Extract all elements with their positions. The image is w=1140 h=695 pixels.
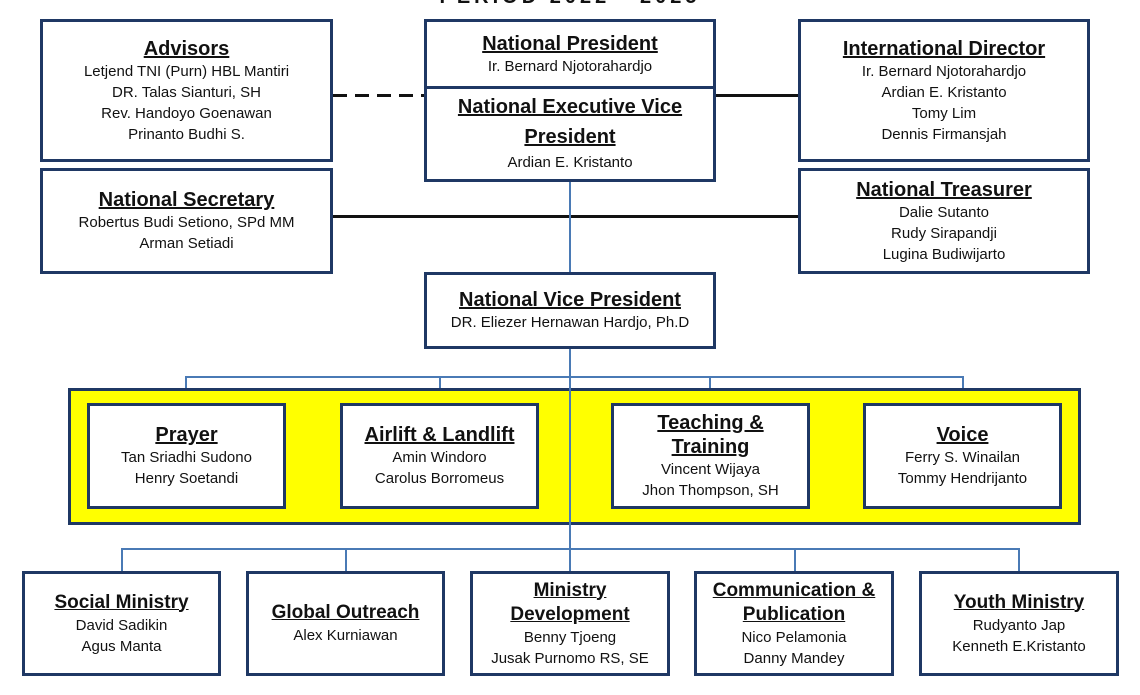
director-name: Dennis Firmansjah — [881, 125, 1007, 143]
ministry-title: Youth Ministry — [953, 591, 1085, 613]
director-name: Ir. Bernard Njotorahardjo — [861, 62, 1027, 80]
ministry-member: Alex Kurniawan — [293, 627, 398, 644]
ministry-title: Airlift & Landlift — [364, 424, 515, 446]
national-president-name: Ir. Bernard Njotorahardjo — [487, 57, 653, 75]
bottom-branch-bar — [121, 548, 1019, 550]
ministry-member: Agus Manta — [81, 637, 162, 655]
ministry-member: Nico Pelamonia — [741, 628, 847, 646]
bottom-branch-5 — [1018, 548, 1020, 572]
advisor-dashed-connector — [333, 94, 425, 97]
bottom-branch-4 — [794, 548, 796, 572]
ministry-title: Prayer — [155, 424, 218, 446]
ministry-box-airlift-landlift: Airlift & Landlift Amin Windoro Carolus … — [340, 403, 539, 509]
section-divider — [427, 86, 713, 89]
national-secretary-title: National Secretary — [98, 189, 275, 211]
director-name: Ardian E. Kristanto — [881, 83, 1007, 101]
ministry-member: Henry Soetandi — [134, 470, 239, 487]
ministry-title-line2: Training — [671, 436, 750, 458]
advisor-name: Prinanto Budhi S. — [128, 125, 245, 143]
international-director-title: International Director — [842, 37, 1046, 60]
mid-branch-bar — [185, 376, 963, 378]
ministry-title-line1: Ministry — [533, 579, 607, 601]
bottom-branch-1 — [121, 548, 123, 572]
ministry-member: Jhon Thompson, SH — [642, 482, 779, 499]
ministry-box-teaching-training: Teaching & Training Vincent Wijaya Jhon … — [611, 403, 810, 509]
ministry-box-social-ministry: Social Ministry David Sadikin Agus Manta — [22, 571, 221, 676]
ministry-member: Ferry S. Winailan — [904, 449, 1021, 466]
ministry-member: Carolus Borromeus — [374, 470, 505, 487]
ministry-box-communication-publication: Communication & Publication Nico Pelamon… — [694, 571, 894, 676]
ministry-box-youth-ministry: Youth Ministry Rudyanto Jap Kenneth E.Kr… — [919, 571, 1119, 676]
ministry-title-line2: Development — [510, 603, 630, 625]
national-treasurer-box: National Treasurer Dalie Sutanto Rudy Si… — [798, 168, 1090, 274]
secretary-treasurer-connector — [333, 215, 799, 218]
ministry-box-prayer: Prayer Tan Sriadhi Sudono Henry Soetandi — [87, 403, 286, 509]
advisor-name: DR. Talas Sianturi, SH — [112, 83, 261, 101]
ministry-title: Global Outreach — [271, 602, 420, 623]
ministry-box-ministry-development: Ministry Development Benny Tjoeng Jusak … — [470, 571, 670, 676]
advisors-box: Advisors Letjend TNI (Purn) HBL Mantiri … — [40, 19, 333, 162]
secretary-name: Robertus Budi Setiono, SPd MM — [78, 214, 295, 231]
international-director-box: International Director Ir. Bernard Njoto… — [798, 19, 1090, 162]
advisor-name: Letjend TNI (Purn) HBL Mantiri — [83, 62, 290, 80]
national-treasurer-title: National Treasurer — [856, 178, 1032, 201]
secretary-name: Arman Setiadi — [139, 235, 234, 252]
advisor-name: Rev. Handoyo Goenawan — [101, 104, 272, 122]
ministry-member: Tan Sriadhi Sudono — [121, 449, 252, 466]
national-secretary-box: National Secretary Robertus Budi Setiono… — [40, 168, 333, 274]
national-president-section: National President Ir. Bernard Njotoraha… — [482, 22, 658, 86]
ministry-box-global-outreach: Global Outreach Alex Kurniawan — [246, 571, 445, 676]
exec-vp-title-line2: President — [524, 126, 616, 148]
ministry-title-line2: Publication — [742, 603, 846, 625]
treasurer-name: Dalie Sutanto — [898, 203, 990, 221]
period-title: PERIOD 2022 - 2025 — [0, 0, 1140, 9]
treasurer-name: Rudy Sirapandji — [891, 224, 997, 242]
vice-president-name: DR. Eliezer Hernawan Hardjo, Ph.D — [450, 314, 690, 331]
exec-vp-section: National Executive Vice President Ardian… — [458, 92, 682, 173]
treasurer-name: Lugina Budiwijarto — [882, 245, 1006, 263]
ministry-member: Benny Tjoeng — [523, 628, 617, 646]
ministry-member: Tommy Hendrijanto — [897, 470, 1028, 487]
ministry-member: Kenneth E.Kristanto — [952, 637, 1086, 655]
bottom-branch-2 — [345, 548, 347, 572]
ministry-title-line1: Communication & — [712, 579, 876, 601]
ministry-member: David Sadikin — [75, 616, 168, 634]
advisors-title: Advisors — [143, 37, 230, 60]
ministry-title: Social Ministry — [54, 591, 189, 613]
trunk-line-upper — [569, 180, 571, 273]
ministry-member: Vincent Wijaya — [661, 461, 760, 478]
ministry-box-voice: Voice Ferry S. Winailan Tommy Hendrijant… — [863, 403, 1062, 509]
ministry-member: Jusak Purnomo RS, SE — [491, 649, 649, 667]
trunk-line-through-panel — [569, 388, 571, 525]
director-name: Tomy Lim — [911, 104, 977, 122]
president-exec-vp-box: National President Ir. Bernard Njotoraha… — [424, 19, 716, 182]
national-vice-president-box: National Vice President DR. Eliezer Hern… — [424, 272, 716, 349]
ministry-member: Danny Mandey — [743, 649, 845, 667]
ministry-member: Rudyanto Jap — [972, 616, 1066, 634]
national-vice-president-title: National Vice President — [459, 289, 681, 311]
ministry-title-line1: Teaching & — [657, 412, 764, 434]
ministry-title: Voice — [936, 424, 989, 446]
national-president-title: National President — [482, 32, 658, 55]
exec-vp-name: Ardian E. Kristanto — [507, 154, 633, 171]
intl-director-connector — [715, 94, 799, 97]
ministry-member: Amin Windoro — [392, 449, 487, 466]
exec-vp-title-line1: National Executive Vice — [457, 96, 683, 118]
